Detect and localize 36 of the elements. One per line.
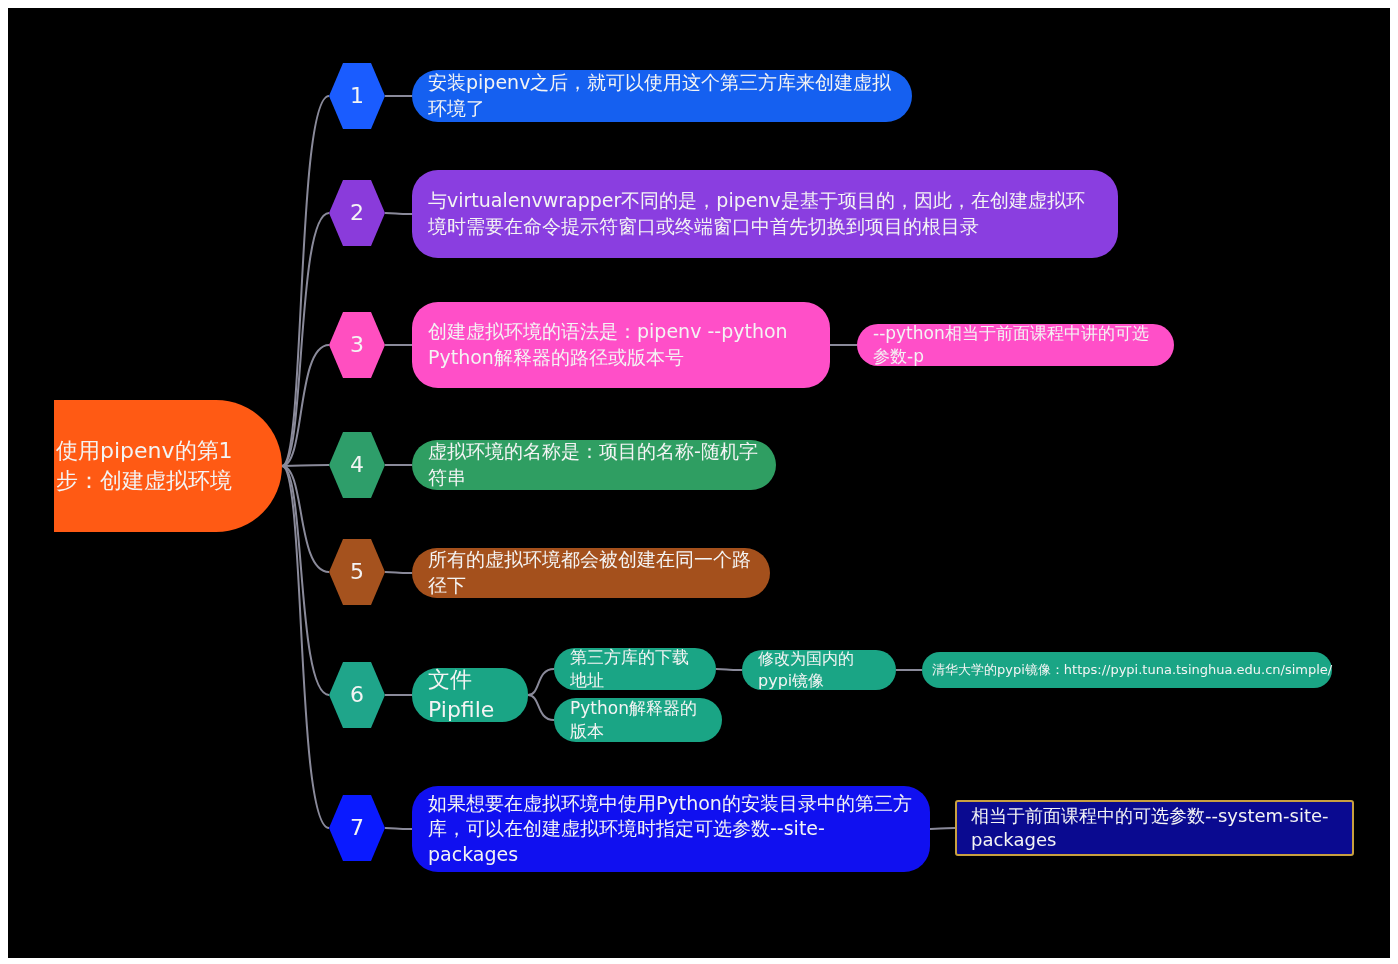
- topic-box: 所有的虚拟环境都会被创建在同一个路径下: [412, 548, 770, 598]
- connector-line: [715, 668, 743, 671]
- connector-line: [527, 694, 555, 721]
- connector-line: [384, 95, 413, 97]
- topic-box: 创建虚拟环境的语法是：pipenv --python Python解释器的路径或版本号: [412, 302, 830, 388]
- topic-box: 修改为国内的pypi镜像: [742, 650, 896, 690]
- number-hexagon: 5: [329, 539, 385, 605]
- connector-line: [384, 694, 413, 696]
- connector-line: [384, 212, 413, 215]
- connector-line: [895, 669, 923, 671]
- number-hexagon: 4: [329, 432, 385, 498]
- connector-line: [829, 344, 858, 346]
- topic-box: 清华大学的pypi镜像：https://pypi.tuna.tsinghua.edu.cn/simple/: [922, 652, 1332, 688]
- topic-box: 与virtualenvwrapper不同的是，pipenv是基于项目的，因此，在创建虚拟环境时需要在命令提示符窗口或终端窗口中首先切换到项目的根目录: [412, 170, 1118, 258]
- topic-box: Python解释器的版本: [554, 698, 722, 742]
- topic-box: 如果想要在虚拟环境中使用Python的安装目录中的第三方库，可以在创建虚拟环境时指定可选参数--site-packages: [412, 786, 930, 872]
- topic-box: 文件Pipfile: [412, 668, 528, 722]
- number-hexagon: 1: [329, 63, 385, 129]
- topic-box: 第三方库的下载地址: [554, 648, 716, 690]
- note-box: 相当于前面课程中的可选参数--system-site-packages: [955, 800, 1354, 856]
- number-hexagon: 2: [329, 180, 385, 246]
- topic-box: 虚拟环境的名称是：项目的名称-随机字符串: [412, 440, 776, 490]
- number-hexagon: 6: [329, 662, 385, 728]
- topic-box: 安装pipenv之后，就可以使用这个第三方库来创建虚拟环境了: [412, 70, 912, 122]
- connector-line: [281, 95, 330, 467]
- topic-box: --python相当于前面课程中讲的可选参数-p: [857, 324, 1174, 366]
- connector-line: [384, 827, 413, 830]
- connector-line: [384, 464, 413, 466]
- connector-line: [384, 571, 413, 574]
- central-topic: 使用pipenv的第1步：创建虚拟环境: [54, 400, 282, 532]
- connector-line: [281, 465, 330, 829]
- connector-line: [929, 827, 956, 830]
- number-hexagon: 3: [329, 312, 385, 378]
- number-hexagon: 7: [329, 795, 385, 861]
- connector-line: [527, 668, 555, 696]
- connector-line: [384, 344, 413, 346]
